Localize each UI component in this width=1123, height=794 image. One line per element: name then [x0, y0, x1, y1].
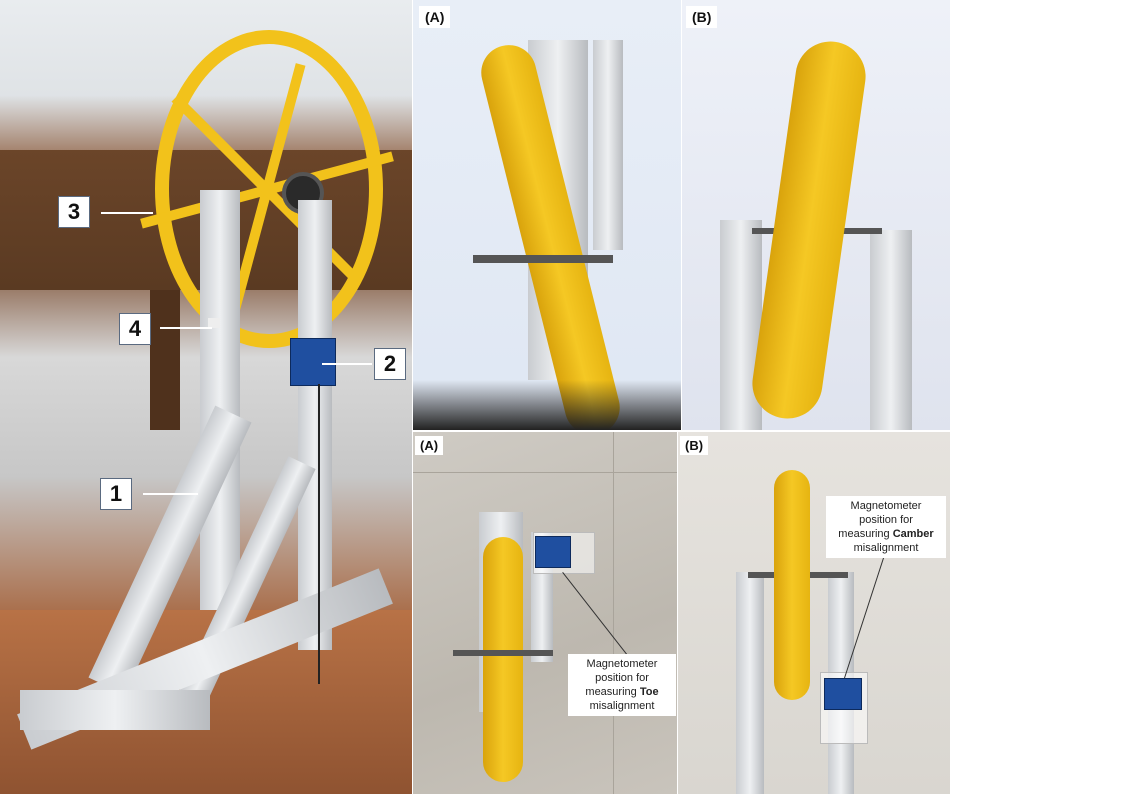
axle	[453, 650, 553, 656]
toe-sensor-position-photo: (A) Magnetometer position for measuring …	[413, 432, 677, 794]
sensor-board	[824, 678, 862, 710]
panel-label-b-top: (B)	[686, 6, 718, 28]
camber-sensor-position-photo: (B) Magnetometer position for measuring …	[678, 432, 950, 794]
callout-text: Magnetometer	[850, 500, 922, 512]
label-text: 1	[109, 481, 123, 506]
frame-upright	[736, 572, 764, 794]
yellow-wheel-side	[774, 470, 810, 700]
leader-line	[143, 493, 198, 495]
tile-seam	[613, 432, 614, 794]
label-2: 2	[374, 348, 406, 380]
panel-label-a-bottom: (A)	[415, 436, 444, 455]
usb-cable	[318, 384, 320, 684]
label-text: 4	[128, 316, 142, 341]
callout-text-bold: Toe	[639, 686, 659, 698]
main-rig-photo: 3 4 2 1	[0, 0, 412, 794]
frame-upright-left	[200, 190, 240, 610]
callout-text: position for	[595, 672, 649, 684]
callout-text-prefix: measuring	[585, 686, 640, 698]
callout-text: misalignment	[589, 700, 655, 712]
toe-callout: Magnetometer position for measuring Toe …	[568, 654, 676, 716]
magnet-marker	[208, 318, 220, 328]
callout-text: position for	[859, 514, 913, 526]
callout-text: measuring Camber	[830, 527, 942, 541]
sensor-board	[535, 536, 571, 568]
table-leg	[150, 290, 180, 430]
callout-pointer	[562, 572, 631, 660]
floor-shadow	[413, 380, 681, 430]
label-3: 3	[58, 196, 90, 228]
toe-view-top-photo: (A)	[413, 0, 681, 430]
camber-callout: Magnetometer position for measuring Camb…	[826, 496, 946, 558]
frame-upright-right	[298, 200, 332, 650]
yellow-wheel-side	[483, 537, 523, 782]
leader-line	[322, 363, 372, 365]
leader-line	[101, 212, 153, 214]
leader-line	[160, 327, 212, 329]
label-text: 2	[383, 351, 397, 376]
label-4: 4	[119, 313, 151, 345]
tile-seam	[413, 472, 677, 473]
callout-text: Magnetometer	[586, 658, 658, 670]
frame-base	[20, 690, 210, 730]
callout-text: measuring Toe	[572, 685, 672, 699]
label-1: 1	[100, 478, 132, 510]
frame-upright	[870, 230, 912, 430]
callout-text-prefix: measuring	[838, 528, 893, 540]
panel-label-a-top: (A)	[419, 6, 451, 28]
camber-view-top-photo: (B)	[682, 0, 950, 430]
callout-text-bold: Camber	[892, 528, 934, 540]
callout-text: misalignment	[853, 542, 919, 554]
panel-label-b-bottom: (B)	[680, 436, 709, 455]
axle	[473, 255, 613, 263]
label-text: 3	[67, 199, 81, 224]
frame-upright	[593, 40, 623, 250]
sensor-board	[290, 338, 336, 386]
